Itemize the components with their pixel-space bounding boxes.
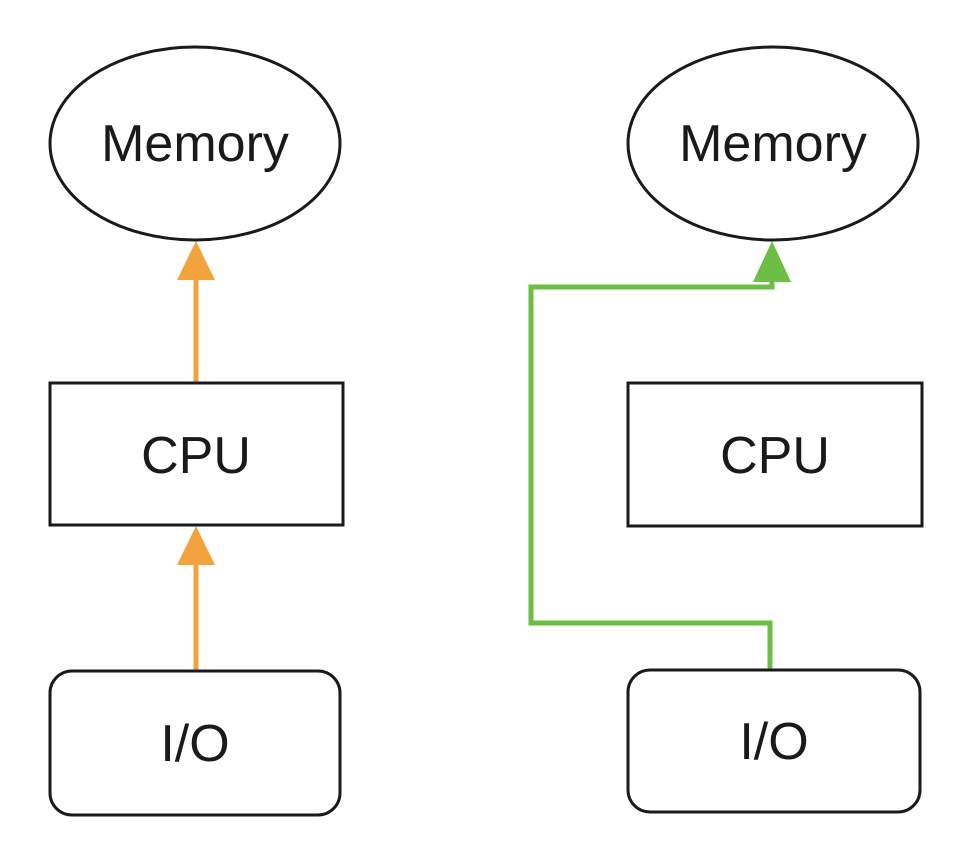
- cpu-node-right: [626, 381, 924, 528]
- cpu-label-left: CPU: [141, 427, 251, 485]
- io-label-right: I/O: [739, 713, 808, 771]
- memory-label-left: Memory: [101, 115, 289, 173]
- right-diagram: Memory CPU I/O: [528, 45, 924, 814]
- io-to-memory-bypass-arrow-head-icon: [753, 241, 791, 282]
- memory-node-left: [48, 45, 342, 242]
- io-label-left: I/O: [160, 715, 229, 773]
- io-node-left: [48, 669, 342, 817]
- cpu-node-left: [48, 381, 345, 527]
- memory-node-right: [626, 45, 920, 242]
- io-node-right: [626, 668, 922, 814]
- io-to-memory-bypass-arrow-path: [528, 279, 775, 670]
- left-diagram: Memory CPU I/O: [48, 45, 345, 817]
- cpu-to-memory-arrow-head-icon: [177, 241, 215, 280]
- io-to-cpu-arrow-head-icon: [177, 526, 215, 565]
- memory-label-right: Memory: [679, 115, 867, 173]
- cpu-label-right: CPU: [720, 427, 830, 485]
